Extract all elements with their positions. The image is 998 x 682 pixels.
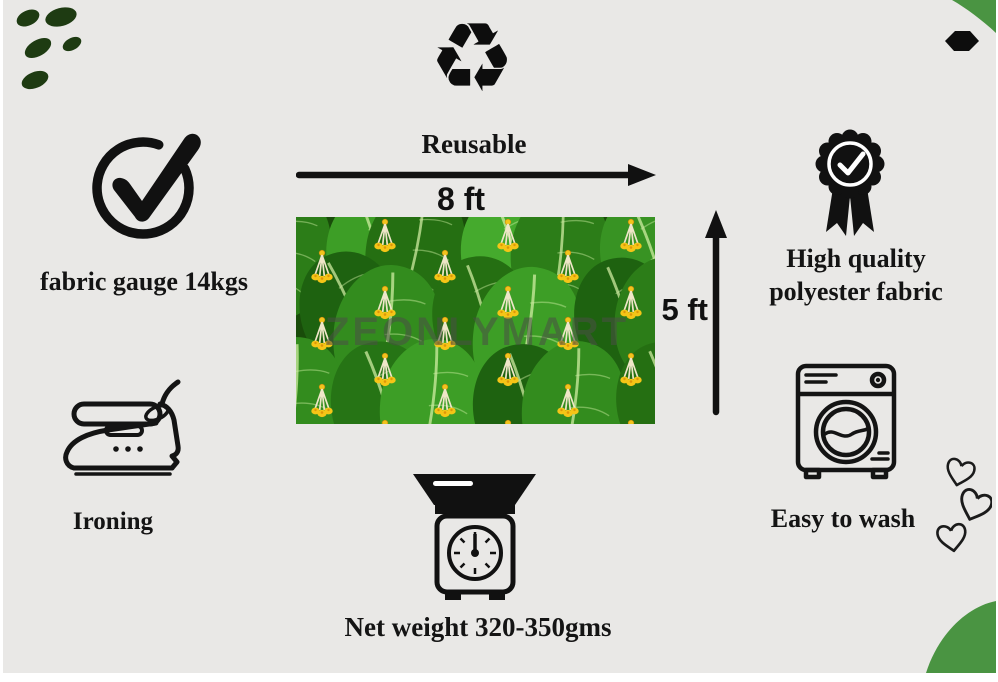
quality-label-line2: polyester fabric [769,276,943,306]
height-arrow [705,210,727,416]
corner-blob-decoration [926,601,996,673]
dots-decoration [16,7,82,90]
quality-label-line1: High quality [786,244,926,273]
corner-triangle-decoration [952,0,996,33]
iron-icon [63,379,181,476]
check-circle-icon [92,133,201,239]
height-measurement: 5 ft [661,292,709,327]
easy-wash-label: Easy to wash [770,504,916,533]
fabric-watermark: ZEONLYMART [325,310,629,354]
diamond-icon [945,31,979,51]
recycle-glyph: ♻ [428,2,516,114]
weighing-scale-icon [413,474,536,600]
recycle-icon: ♻ [410,8,534,109]
quality-label: High quality polyester fabric [756,243,956,308]
fabric-gauge-label: fabric gauge 14kgs [40,267,248,296]
ironing-label: Ironing [72,508,154,535]
width-arrow [296,164,656,186]
quality-medal-icon [815,129,885,236]
width-measurement: 8 ft [437,181,485,217]
hearts-decoration [936,457,992,553]
reusable-label: Reusable [421,129,527,159]
fabric-image: ZEONLYMART [296,217,655,424]
net-weight-label: Net weight 320-350gms [344,612,612,642]
washing-machine-icon [795,363,897,480]
